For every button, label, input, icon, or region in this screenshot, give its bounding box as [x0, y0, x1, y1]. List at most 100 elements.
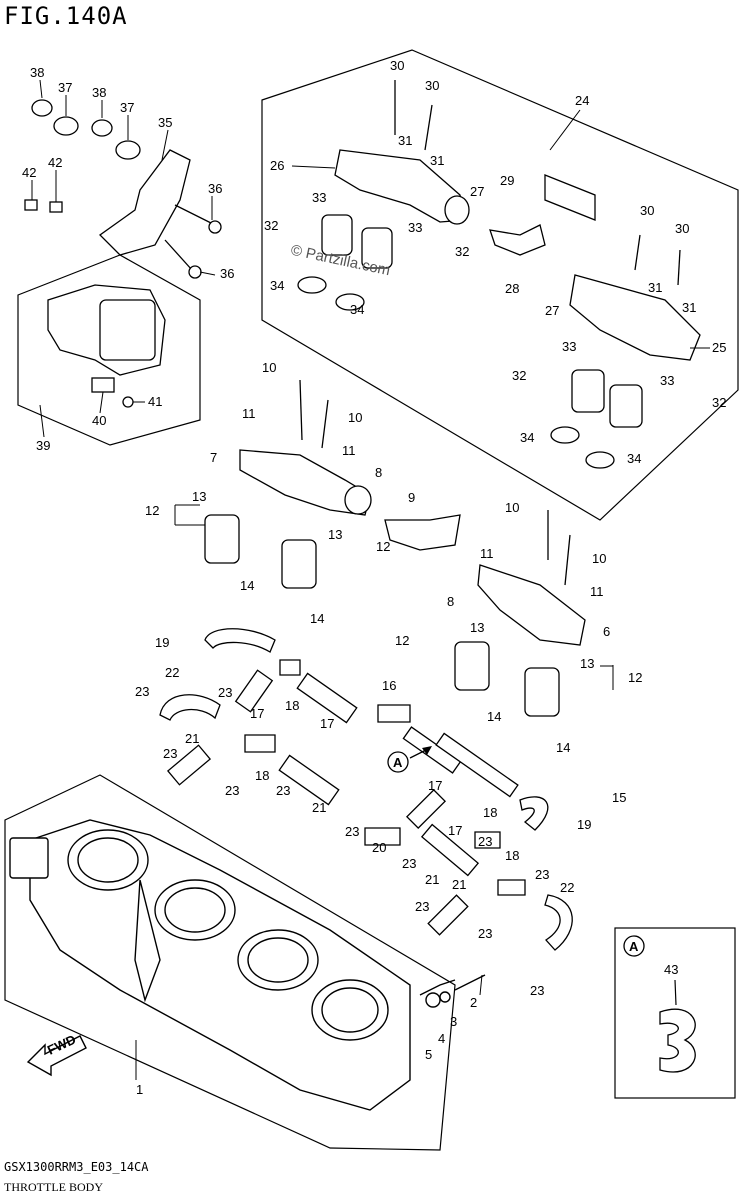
callout-13: 13	[470, 620, 484, 635]
callout-32: 32	[512, 368, 526, 383]
callout-17: 17	[320, 716, 334, 731]
callout-10: 10	[262, 360, 276, 375]
callout-13: 13	[328, 527, 342, 542]
callout-23: 23	[345, 824, 359, 839]
callout-21: 21	[425, 872, 439, 887]
callout-9: 9	[408, 490, 415, 505]
callout-10: 10	[505, 500, 519, 515]
callout-31: 31	[648, 280, 662, 295]
callout-27: 27	[545, 303, 559, 318]
callout-42: 42	[48, 155, 62, 170]
group-outline-1	[4, 774, 456, 1151]
callout-30: 30	[390, 58, 404, 73]
throttle-body	[9, 819, 486, 1111]
callout-38: 38	[30, 65, 44, 80]
callout-8: 8	[447, 594, 454, 609]
callout-13: 13	[192, 489, 206, 504]
callout-27: 27	[470, 184, 484, 199]
diagram-caption: THROTTLE BODY	[4, 1180, 103, 1194]
callout-8: 8	[375, 465, 382, 480]
callout-40: 40	[92, 413, 106, 428]
callout-12: 12	[376, 539, 390, 554]
callout-17: 17	[428, 778, 442, 793]
callout-30: 30	[640, 203, 654, 218]
callout-11: 11	[480, 546, 494, 561]
callout-32: 32	[712, 395, 726, 410]
callout-31: 31	[430, 153, 444, 168]
callout-15: 15	[612, 790, 626, 805]
callout-18: 18	[285, 698, 299, 713]
upper-fuel-rails	[297, 80, 701, 469]
callout-24: 24	[575, 93, 589, 108]
figure-title: FIG.140A	[4, 2, 128, 30]
callout-12: 12	[145, 503, 159, 518]
callout-18: 18	[255, 768, 269, 783]
callout-11: 11	[242, 406, 256, 421]
callout-22: 22	[560, 880, 574, 895]
callout-5: 5	[425, 1047, 432, 1062]
callout-32: 32	[455, 244, 469, 259]
callout-23: 23	[415, 899, 429, 914]
callout-33: 33	[562, 339, 576, 354]
callout-23: 23	[478, 926, 492, 941]
callout-18: 18	[505, 848, 519, 863]
callout-11: 11	[590, 584, 604, 599]
callout-26: 26	[270, 158, 284, 173]
callout-12: 12	[628, 670, 642, 685]
callout-30: 30	[675, 221, 689, 236]
callout-labels: 38 37 38 37 35 36 36 42 42 41 40 39 30 3…	[22, 58, 726, 1097]
svg-text:A: A	[393, 755, 403, 770]
detail-marker-a: A	[387, 746, 432, 773]
callout-25: 25	[712, 340, 726, 355]
callout-29: 29	[500, 173, 514, 188]
callout-23: 23	[135, 684, 149, 699]
svg-text:A: A	[629, 939, 639, 954]
callout-12: 12	[395, 633, 409, 648]
callout-23: 23	[535, 867, 549, 882]
callout-22: 22	[165, 665, 179, 680]
callout-14: 14	[310, 611, 324, 626]
callout-31: 31	[682, 300, 696, 315]
callout-21: 21	[185, 731, 199, 746]
callout-23: 23	[218, 685, 232, 700]
callout-2: 2	[470, 995, 477, 1010]
callout-23: 23	[402, 856, 416, 871]
callout-30: 30	[425, 78, 439, 93]
callout-34: 34	[520, 430, 534, 445]
group-outline-24	[261, 49, 739, 521]
inset-box	[614, 927, 736, 1099]
callout-17: 17	[250, 706, 264, 721]
callout-16: 16	[382, 678, 396, 693]
callout-35: 35	[158, 115, 172, 130]
callout-33: 33	[312, 190, 326, 205]
callout-20: 20	[372, 840, 386, 855]
callout-37: 37	[58, 80, 72, 95]
callout-10: 10	[348, 410, 362, 425]
callout-32: 32	[264, 218, 278, 233]
svg-text:43: 43	[664, 962, 678, 977]
callout-21: 21	[312, 800, 326, 815]
lower-fuel-rails	[204, 379, 586, 717]
callout-23: 23	[478, 834, 492, 849]
callout-23: 23	[276, 783, 290, 798]
callout-23: 23	[530, 983, 544, 998]
callout-14: 14	[487, 709, 501, 724]
callout-19: 19	[577, 817, 591, 832]
callout-4: 4	[438, 1031, 445, 1046]
callout-13: 13	[580, 656, 594, 671]
hoses	[159, 628, 573, 951]
callout-33: 33	[408, 220, 422, 235]
callout-33: 33	[660, 373, 674, 388]
bracket-assembly	[24, 99, 222, 279]
callout-34: 34	[270, 278, 284, 293]
callout-42: 42	[22, 165, 36, 180]
callout-18: 18	[483, 805, 497, 820]
callout-37: 37	[120, 100, 134, 115]
callout-6: 6	[603, 624, 610, 639]
callout-36: 36	[220, 266, 234, 281]
callout-11: 11	[342, 443, 356, 458]
callout-28: 28	[505, 281, 519, 296]
sensor-assembly	[47, 284, 166, 408]
diagram-code: GSX1300RRM3_E03_14CA	[4, 1160, 149, 1174]
